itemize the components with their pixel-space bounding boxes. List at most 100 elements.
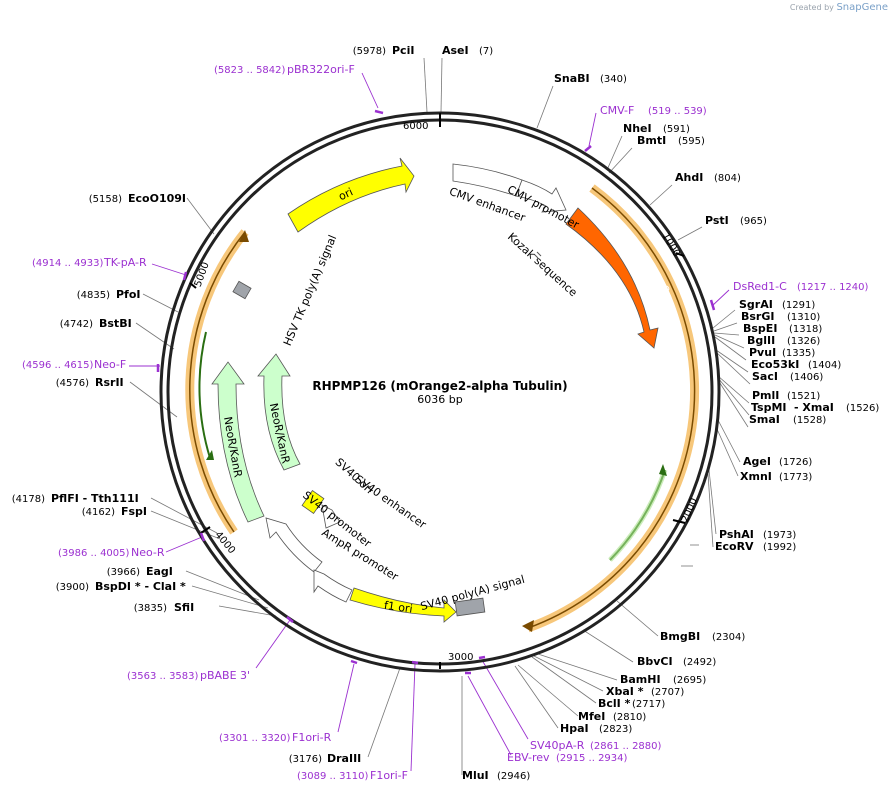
site-pos: (1291) (782, 300, 815, 311)
hsv-tk-box (232, 280, 252, 300)
site-name: BclI * (598, 697, 631, 710)
site-pos: (2823) (599, 724, 632, 735)
credit-prefix: Created by (789, 3, 834, 12)
site-pos: (5978) (353, 46, 386, 57)
site-name: AgeI (743, 455, 771, 468)
hsv-tk-label: HSV TK poly(A) signal (281, 233, 340, 348)
site-name: PstI (705, 214, 729, 227)
site-name: PflFI - Tth111I (51, 492, 139, 505)
neokan-outer-feature (211, 361, 265, 523)
site-name: Eco53kI (751, 358, 799, 371)
site-name: TspMI (751, 401, 787, 414)
f1-ori-feature (349, 587, 457, 623)
site-name: PciI (392, 44, 414, 57)
site-pos: (2946) (497, 771, 530, 782)
site-pos: (2810) (613, 712, 646, 723)
site-name: XmnI (740, 470, 772, 483)
site-name: EcoO109I (128, 192, 186, 205)
kozak-label: Kozak sequence (505, 230, 580, 299)
primer-name: Neo-R (131, 546, 165, 559)
site-pos: (2717) (632, 699, 665, 710)
primer-pos: (5823 .. 5842) (214, 65, 286, 76)
primer-name: F1ori-R (292, 731, 332, 744)
backbone-ticks (189, 113, 686, 669)
neokan-inner-feature (257, 353, 301, 471)
site-name: SgrAI (739, 298, 773, 311)
tick-label-3000: 3000 (448, 652, 473, 663)
ori-label: ori (337, 185, 355, 203)
primer-name: TK-pA-R (103, 256, 147, 269)
site-pos: (1773) (779, 472, 812, 483)
site-name: BsrGI (741, 310, 774, 323)
site-pos: (1521) (787, 391, 820, 402)
sv40-enhancer-feature (321, 504, 341, 529)
site-pos: (4576) (56, 378, 89, 389)
site-name: AseI (442, 44, 469, 57)
primer-pos: (3089 .. 3110) (297, 771, 369, 782)
primer-marks (156, 109, 716, 675)
site-pos: (1726) (779, 457, 812, 468)
primer-pos: (2861 .. 2880) (590, 741, 662, 752)
site-name: BamHI (620, 673, 661, 686)
site-name: FspI (121, 505, 147, 518)
site-name: PmlI (752, 389, 779, 402)
tick-label-2000: 2000 (680, 497, 700, 525)
site-pos: (595) (678, 136, 705, 147)
primer-name: Neo-F (94, 358, 126, 371)
site-pos: (4178) (12, 494, 45, 505)
site-name: DraIII (327, 752, 361, 765)
site-pos: (4742) (60, 319, 93, 330)
site-name: - XmaI (794, 401, 834, 414)
plasmid-length: 6036 bp (417, 393, 462, 406)
site-name: PvuI (749, 346, 776, 359)
site-name: EcoRV (715, 540, 754, 553)
site-pos: (1335) (782, 348, 815, 359)
site-pos: (5158) (89, 194, 122, 205)
snapgene-credit: Created by SnapGene (790, 2, 888, 13)
site-name: NheI (623, 122, 652, 135)
site-name: MfeI (578, 710, 605, 723)
sv40-polya-box (454, 597, 486, 617)
site-name: BspDI * - ClaI * (95, 580, 186, 593)
site-pos: (2492) (683, 657, 716, 668)
site-name: BspEI (743, 322, 777, 335)
site-name: BmgBI (660, 630, 700, 643)
primer-pos: (3563 .. 3583) (127, 671, 199, 682)
site-name: PshAI (719, 528, 754, 541)
primer-pos: (519 .. 539) (648, 106, 707, 117)
snapgene-logo: SnapGene (836, 2, 888, 13)
site-pos: (1318) (789, 324, 822, 335)
primer-pos: (3986 .. 4005) (58, 548, 130, 559)
site-pos: (7) (479, 46, 493, 57)
site-pos: (1526) (846, 403, 879, 414)
site-name: EagI (146, 565, 173, 578)
site-pos: (1404) (808, 360, 841, 371)
site-pos: (340) (600, 74, 627, 85)
primer-name: SV40pA-R (530, 739, 585, 752)
primer-name: CMV-F (600, 104, 634, 117)
primer-name: F1ori-F (370, 769, 408, 782)
site-name: XbaI * (606, 685, 644, 698)
site-pos: (4162) (82, 507, 115, 518)
tick-label-6000: 6000 (403, 121, 428, 132)
primer-pos: (2915 .. 2934) (556, 753, 628, 764)
primer-name: pBABE 3' (200, 669, 250, 682)
site-pos: (1528) (793, 415, 826, 426)
site-pos: (591) (663, 124, 690, 135)
ring-features (185, 184, 700, 633)
site-pos: (1406) (790, 372, 823, 383)
site-labels: (5978) PciI AseI (7) SnaBI (340) NheI (5… (12, 44, 880, 782)
ori-feature (287, 157, 415, 233)
ampr-promoter-feature (313, 569, 353, 603)
inner-features (211, 157, 659, 623)
site-name: BbvCI (637, 655, 673, 668)
site-pos: (1326) (787, 336, 820, 347)
site-pos: (4835) (77, 290, 110, 301)
site-pos: (1310) (787, 312, 820, 323)
primer-pos: (4596 .. 4615) (22, 360, 94, 371)
site-pos: (3900) (56, 582, 89, 593)
sv40-ori-box (301, 490, 325, 514)
primer-pos: (1217 .. 1240) (797, 282, 869, 293)
plasmid-name: RHPMP126 (mOrange2-alpha Tubulin) (312, 379, 567, 393)
sv40-enhancer-label: SV40 enhancer (353, 473, 429, 532)
